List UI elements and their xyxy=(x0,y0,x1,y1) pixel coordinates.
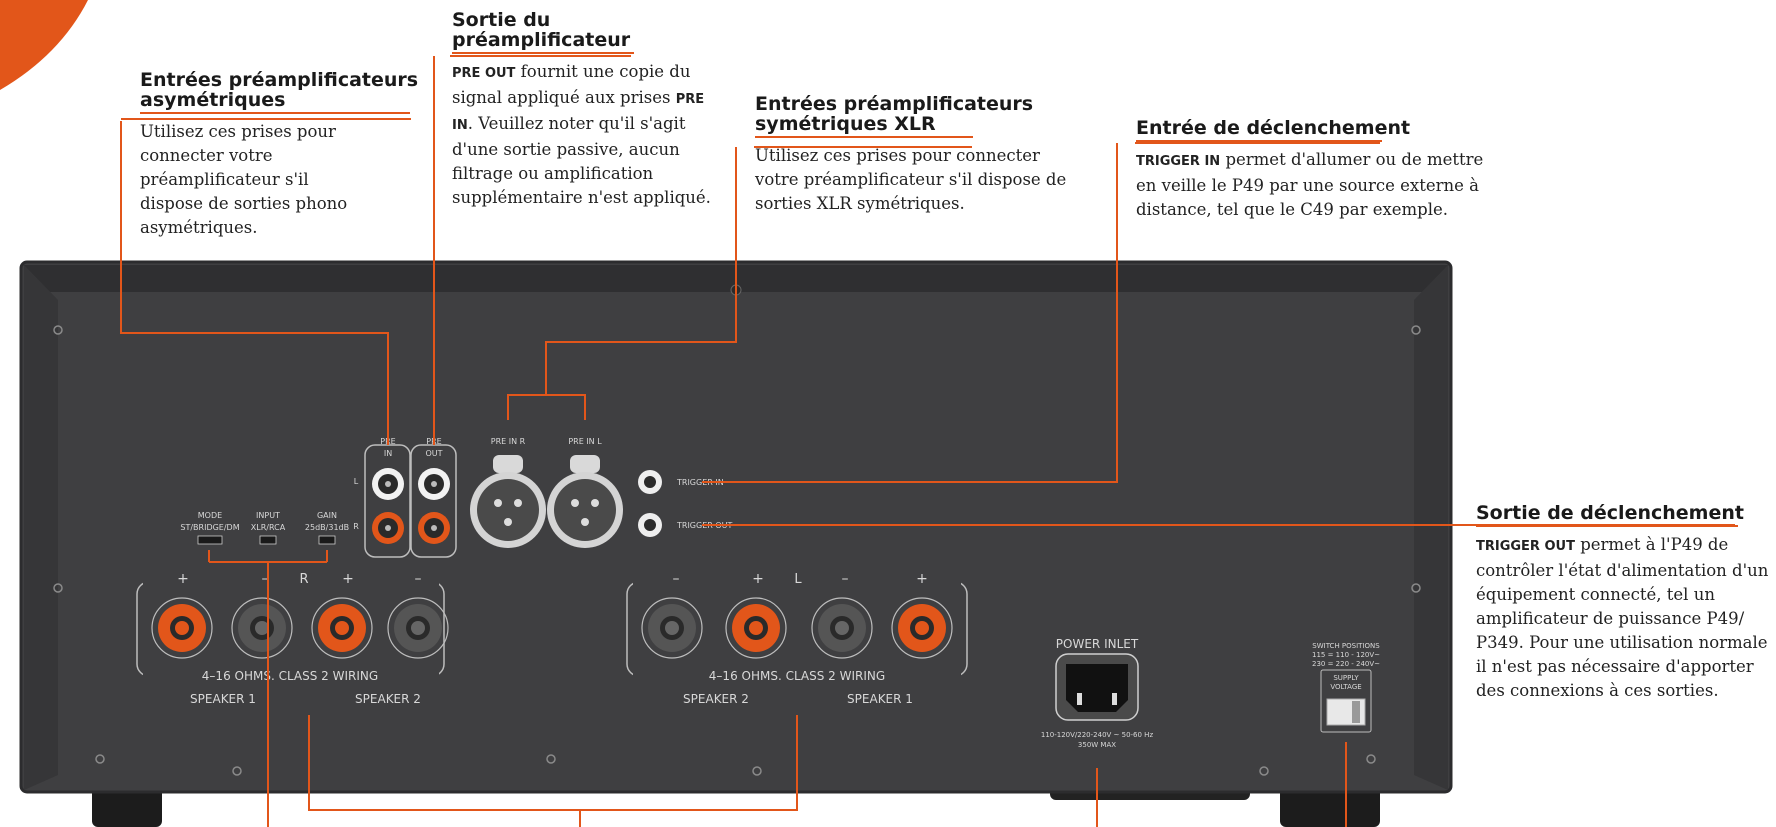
wiring-label-l: 4–16 OHMS. CLASS 2 WIRING xyxy=(709,669,885,683)
trigger-in-jack[interactable] xyxy=(638,470,662,494)
power-spec-2: 350W MAX xyxy=(1078,741,1116,749)
svg-text:R: R xyxy=(299,572,308,587)
callout-xlr-text: Utilisez ces prises pour connecter votre… xyxy=(755,146,1067,213)
trigger-out-jack[interactable] xyxy=(638,513,662,537)
binding-post-l-speaker2-minus[interactable] xyxy=(641,597,703,659)
chassis-left-flange xyxy=(24,265,58,790)
callout-trigger-out-title: Sortie de déclenchement xyxy=(1476,502,1744,524)
panel-screws xyxy=(53,325,1421,776)
rca-pre-in-r[interactable] xyxy=(372,512,404,544)
binding-post-l-speaker1-plus[interactable] xyxy=(891,597,953,659)
xlr-pre-in-r[interactable] xyxy=(470,455,546,548)
input-switch[interactable] xyxy=(259,535,277,545)
mode-switch[interactable] xyxy=(197,535,223,545)
speaker2-label-l: SPEAKER 2 xyxy=(683,692,749,706)
callout-trigger-in-title: Entrée de déclenchement xyxy=(1136,117,1411,139)
gain-switch[interactable] xyxy=(318,535,336,545)
supply-voltage-switch[interactable] xyxy=(1326,698,1366,726)
speaker1-label-r: SPEAKER 1 xyxy=(190,692,256,706)
chassis-right-flange xyxy=(1414,265,1448,790)
power-spec-1: 110-120V/220-240V ~ 50-60 Hz xyxy=(1041,731,1154,739)
rca-pre-out-l[interactable] xyxy=(418,468,450,500)
switch-positions-2: 115 = 110 - 120V~ xyxy=(1312,651,1380,659)
switch-positions-1: SWITCH POSITIONS xyxy=(1312,642,1380,650)
wiring-label-r: 4–16 OHMS. CLASS 2 WIRING xyxy=(202,669,378,683)
svg-text:–: – xyxy=(673,571,680,587)
mode-title: MODE xyxy=(198,511,222,520)
pre-in-label-2: IN xyxy=(384,449,392,458)
svg-text:L: L xyxy=(794,572,802,587)
binding-post-r-speaker1-minus[interactable] xyxy=(231,597,293,659)
input-options: XLR/RCA xyxy=(251,523,286,532)
supply-label-2: VOLTAGE xyxy=(1330,683,1361,691)
svg-text:+: + xyxy=(752,571,764,587)
binding-post-r-speaker2-plus[interactable] xyxy=(311,597,373,659)
xlr-l-label: PRE IN L xyxy=(568,437,602,446)
binding-post-r-speaker2-minus[interactable] xyxy=(387,597,449,659)
callout-trigger-out-text: TRIGGER OUT permet à l'P49 de contrôler … xyxy=(1476,535,1769,700)
callout-pre-out-text: PRE OUT fournit une copie du signal appl… xyxy=(452,62,711,207)
power-inlet-label: POWER INLET xyxy=(1056,637,1139,651)
speaker1-label-l: SPEAKER 1 xyxy=(847,692,913,706)
gain-title: GAIN xyxy=(317,511,337,520)
callout-trigger-in-text: TRIGGER IN permet d'allumer ou de mettre… xyxy=(1136,150,1484,219)
binding-post-r-speaker1-plus[interactable] xyxy=(151,597,213,659)
rca-pre-out-r[interactable] xyxy=(418,512,450,544)
svg-text:–: – xyxy=(415,571,422,587)
speaker2-label-r: SPEAKER 2 xyxy=(355,692,421,706)
binding-post-l-speaker2-plus[interactable] xyxy=(725,597,787,659)
trigger-in-label: TRIGGER IN xyxy=(676,478,724,487)
corner-decoration xyxy=(0,0,88,90)
svg-text:+: + xyxy=(342,571,354,587)
binding-post-l-speaker1-minus[interactable] xyxy=(811,597,873,659)
channel-l-label: L xyxy=(354,477,359,486)
svg-text:–: – xyxy=(262,571,269,587)
channel-r-label: R xyxy=(353,522,359,531)
svg-text:–: – xyxy=(842,571,849,587)
supply-label-1: SUPPLY xyxy=(1333,674,1359,682)
callout-trigger-in: Entrée de déclenchement TRIGGER IN perme… xyxy=(1136,118,1496,222)
svg-text:+: + xyxy=(916,571,928,587)
xlr-r-label: PRE IN R xyxy=(491,437,526,446)
power-inlet-socket[interactable] xyxy=(1055,653,1139,721)
rca-pre-in-l[interactable] xyxy=(372,468,404,500)
gain-options: 25dB/31dB xyxy=(305,523,349,532)
xlr-pre-in-l[interactable] xyxy=(547,455,623,548)
svg-text:+: + xyxy=(177,571,189,587)
pre-out-label-2: OUT xyxy=(425,449,442,458)
callout-pre-in-text: Utilisez ces prises pour connecter votre… xyxy=(140,122,348,237)
callout-trigger-out: Sortie de déclenchement TRIGGER OUT perm… xyxy=(1476,503,1772,703)
supply-voltage-frame xyxy=(1320,669,1372,733)
switch-positions-3: 230 = 220 - 240V~ xyxy=(1312,660,1380,668)
input-title: INPUT xyxy=(256,511,280,520)
mode-options: ST/BRIDGE/DM xyxy=(180,523,239,532)
